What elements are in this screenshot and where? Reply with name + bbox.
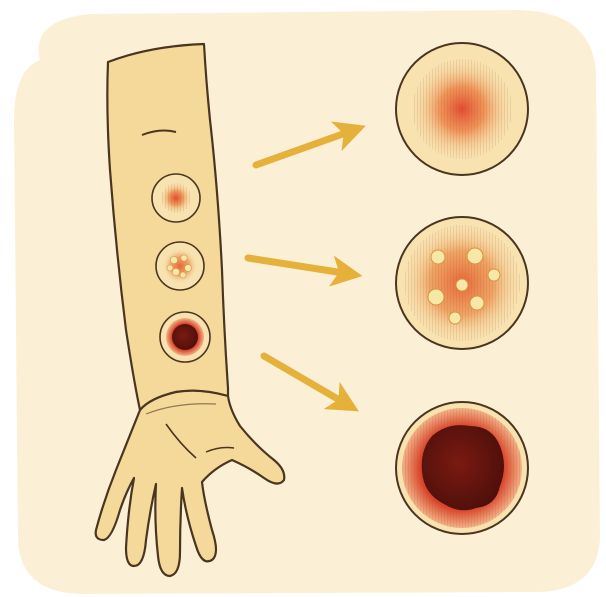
magnified-stage-1 [396, 43, 528, 175]
pustule [449, 312, 461, 324]
pustule [488, 269, 500, 281]
pustule [456, 279, 468, 291]
magnified-stage-3 [396, 402, 528, 534]
pustule [428, 289, 444, 305]
arm-lesion-stage-1 [152, 174, 200, 222]
pustule [431, 250, 445, 264]
magnified-stage-2 [396, 217, 528, 349]
pustule [470, 296, 484, 310]
arm-lesion-stage-3 [160, 312, 210, 362]
pustule [467, 248, 483, 264]
arm-lesion-stage-2 [156, 242, 204, 290]
